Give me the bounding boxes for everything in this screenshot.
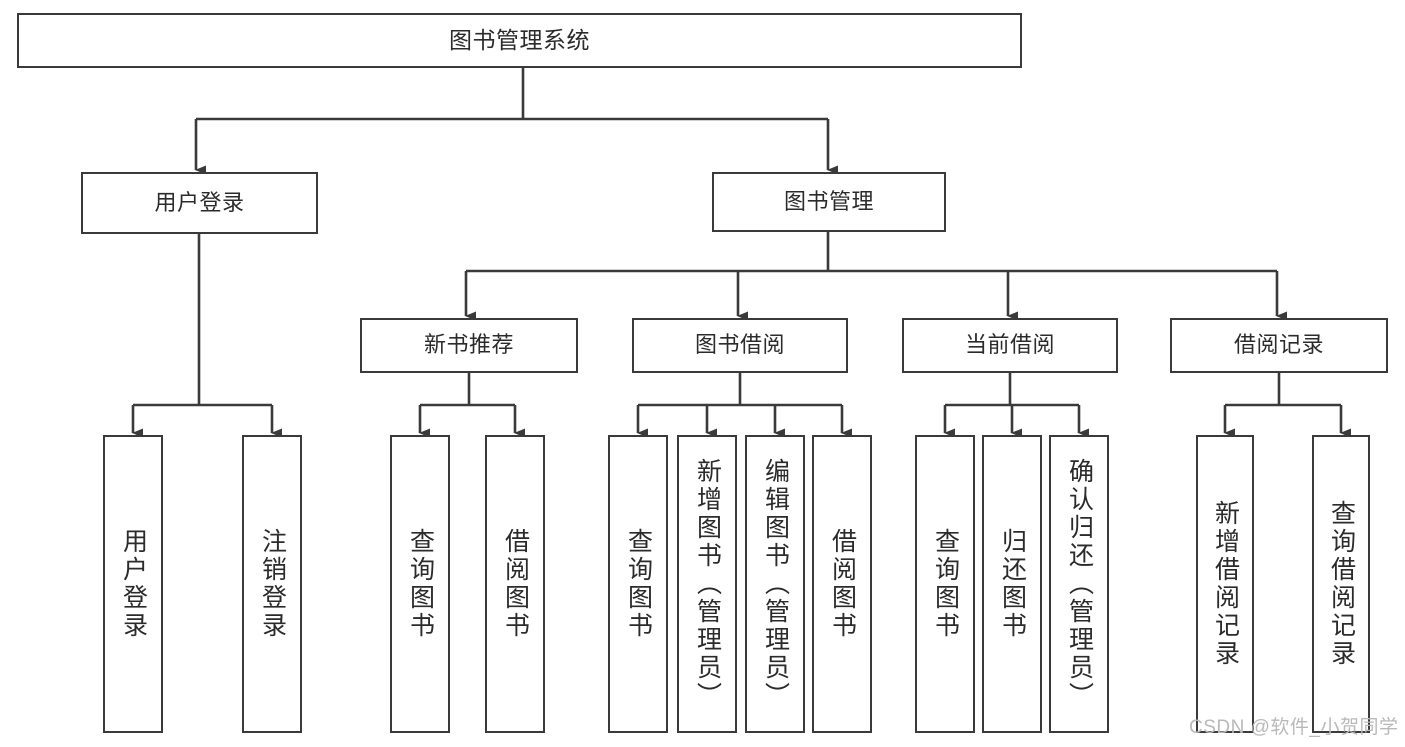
node-leaf-leaf-query-book-current[interactable]: 查询图书	[915, 435, 975, 733]
node-label-leaf-query-book-current: 查询图书	[931, 528, 960, 640]
node-leaf-leaf-borrow-book-borrow[interactable]: 借阅图书	[812, 435, 872, 733]
node-label-borrow-record: 借阅记录	[1233, 332, 1324, 358]
node-leaf-leaf-user-login[interactable]: 用户登录	[103, 435, 163, 733]
connector-lines	[131, 68, 1351, 438]
node-level3-book-borrow[interactable]: 图书借阅	[632, 318, 848, 373]
node-label-leaf-user-login: 用户登录	[119, 528, 148, 640]
node-label-user-login: 用户登录	[154, 189, 245, 215]
node-label-book-manage: 图书管理	[783, 188, 874, 214]
node-level2-user-login[interactable]: 用户登录	[81, 172, 318, 234]
node-leaf-leaf-query-borrow-record[interactable]: 查询借阅记录	[1312, 435, 1370, 733]
node-leaf-leaf-query-book-recommend[interactable]: 查询图书	[390, 435, 450, 733]
node-label-leaf-borrow-book-borrow: 借阅图书	[828, 528, 857, 640]
node-label-current-borrow: 当前借阅	[964, 332, 1055, 358]
node-label-leaf-add-book-admin: 新增图书（管理员）	[693, 458, 722, 710]
node-label-leaf-borrow-book-recommend: 借阅图书	[501, 528, 530, 640]
node-level3-new-book-recommend[interactable]: 新书推荐	[360, 318, 578, 373]
node-label-leaf-query-book-recommend: 查询图书	[406, 528, 435, 640]
node-leaf-leaf-edit-book-admin[interactable]: 编辑图书（管理员）	[745, 435, 805, 733]
node-leaf-leaf-add-book-admin[interactable]: 新增图书（管理员）	[677, 435, 737, 733]
node-leaf-leaf-query-book-borrow[interactable]: 查询图书	[608, 435, 668, 733]
node-leaf-leaf-add-borrow-record[interactable]: 新增借阅记录	[1196, 435, 1254, 733]
node-leaf-leaf-borrow-book-recommend[interactable]: 借阅图书	[485, 435, 545, 733]
node-leaf-leaf-confirm-return-admin[interactable]: 确认归还（管理员）	[1049, 435, 1109, 733]
node-label-new-book-recommend: 新书推荐	[423, 332, 514, 358]
node-label-leaf-edit-book-admin: 编辑图书（管理员）	[761, 458, 790, 710]
node-leaf-leaf-logout-login[interactable]: 注销登录	[242, 435, 302, 733]
node-label-leaf-confirm-return-admin: 确认归还（管理员）	[1065, 458, 1094, 710]
node-label-leaf-query-book-borrow: 查询图书	[624, 528, 653, 640]
node-label-leaf-logout-login: 注销登录	[258, 528, 287, 640]
node-leaf-leaf-return-book[interactable]: 归还图书	[982, 435, 1042, 733]
node-label-leaf-query-borrow-record: 查询借阅记录	[1327, 500, 1356, 668]
node-label-leaf-add-borrow-record: 新增借阅记录	[1211, 500, 1240, 668]
node-level2-book-manage[interactable]: 图书管理	[712, 172, 946, 232]
node-label-book-borrow: 图书借阅	[694, 332, 785, 358]
node-label-root: 图书管理系统	[449, 26, 590, 53]
node-level3-current-borrow[interactable]: 当前借阅	[902, 318, 1118, 373]
node-level3-borrow-record[interactable]: 借阅记录	[1170, 318, 1388, 373]
node-root-root[interactable]: 图书管理系统	[17, 13, 1022, 68]
node-label-leaf-return-book: 归还图书	[998, 528, 1027, 640]
